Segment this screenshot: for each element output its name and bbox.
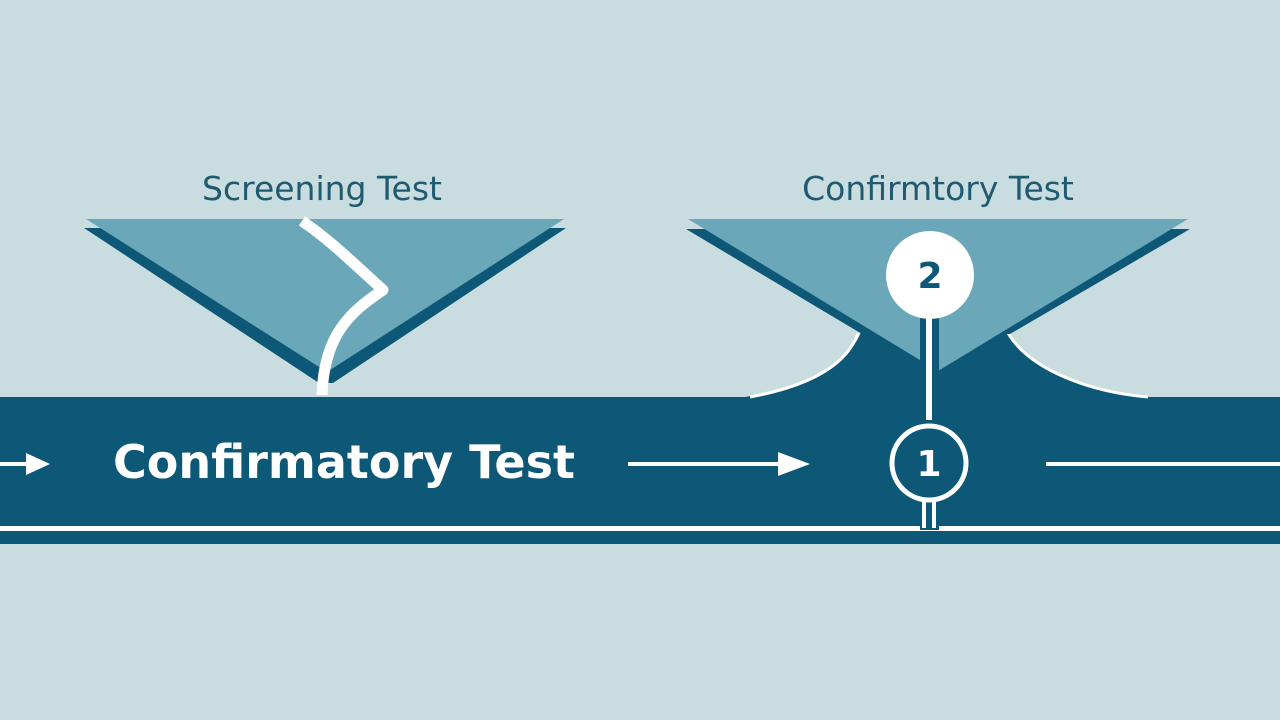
left-funnel [86,219,564,372]
arrow-right-icon [0,453,50,475]
band-bottom-white-line [0,526,1280,531]
main-band [0,397,1280,526]
bulge-left-white-line [749,332,860,399]
band-edge-shadow [0,531,1280,544]
left-funnel-title: Screening Test [202,169,442,208]
node-2-circle [886,231,974,319]
arrow-right-icon [628,452,810,476]
band-label: Confirmatory Test [113,435,575,489]
node-1-number: 1 [916,444,941,485]
node-1-circle [889,423,969,503]
right-funnel-title: Confirmtory Test [802,169,1074,208]
bulge-right-white-line [1006,332,1149,399]
left-funnel-white-path [298,216,389,396]
node-2-number: 2 [917,256,942,297]
